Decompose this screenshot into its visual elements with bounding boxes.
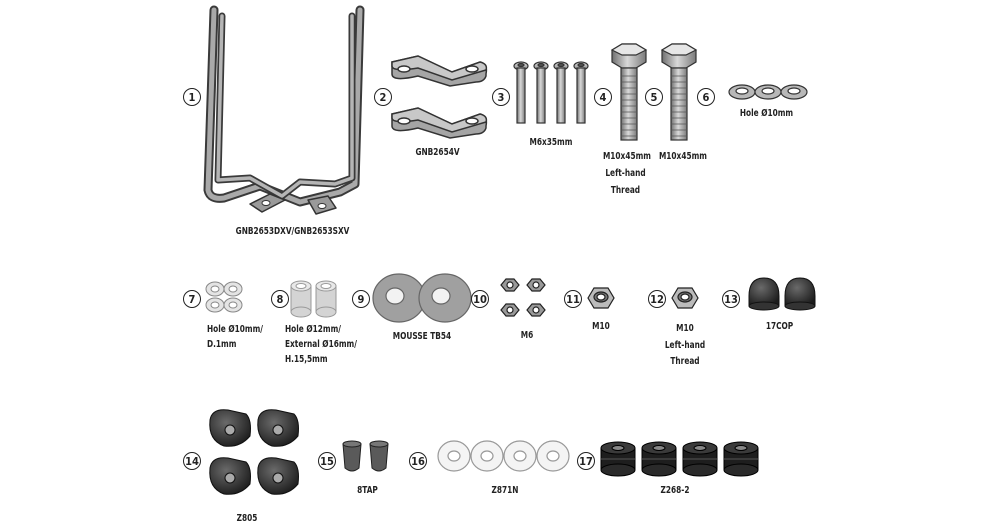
plate-bracket-illustration <box>391 55 488 139</box>
part-number-15: 15 <box>318 452 336 470</box>
rubber-plugs-illustration <box>342 440 389 472</box>
part-number-2: 2 <box>374 88 392 106</box>
part-number-8: 8 <box>271 290 289 308</box>
part-label-16: Z871N <box>491 485 519 496</box>
part-label-9: MOUSSE TB54 <box>392 331 452 342</box>
part-number-12: 12 <box>648 290 666 308</box>
part-label-17: Z268-2 <box>660 485 690 496</box>
rubber-grommets-illustration <box>600 441 759 477</box>
part-label-8: Hole Ø12mm/ <box>285 324 341 335</box>
part-label-15: 8TAP <box>357 485 378 496</box>
part-label-2: GNB2654V <box>415 147 460 158</box>
part-label-7: Hole Ø10mm/ <box>207 324 263 335</box>
m6-bolts-illustration <box>513 61 589 124</box>
m10-bolt-left-hand-illustration <box>610 43 648 141</box>
part-label-8-line3: H.15,5mm <box>285 354 328 365</box>
part-number-7: 7 <box>183 290 201 308</box>
part-label-14: Z805 <box>236 513 258 524</box>
m10-bolt-illustration <box>660 43 698 141</box>
part-number-9: 9 <box>352 290 370 308</box>
part-label-12-line3: Thread <box>670 356 700 367</box>
spacers-illustration <box>290 280 337 318</box>
part-number-13: 13 <box>722 290 740 308</box>
part-number-14: 14 <box>183 452 201 470</box>
part-label-5: M10x45mm <box>658 151 707 162</box>
part-label-4-line2: Left-hand <box>605 168 646 179</box>
part-label-6: Hole Ø10mm <box>739 108 794 119</box>
part-label-7-line2: D.1mm <box>207 339 237 350</box>
part-number-3: 3 <box>492 88 510 106</box>
rubber-clips-illustration <box>209 409 299 495</box>
m6-nuts-illustration <box>500 278 546 317</box>
part-number-17: 17 <box>577 452 595 470</box>
part-number-4: 4 <box>594 88 612 106</box>
part-number-11: 11 <box>564 290 582 308</box>
frame-bracket-illustration <box>203 5 365 215</box>
part-number-1: 1 <box>183 88 201 106</box>
part-number-6: 6 <box>697 88 715 106</box>
flat-washers-illustration <box>205 281 243 313</box>
serrated-washers-illustration <box>437 440 570 472</box>
part-number-5: 5 <box>645 88 663 106</box>
part-label-8-line2: External Ø16mm/ <box>285 339 357 350</box>
part-label-10: M6 <box>520 330 534 341</box>
m10-nut-illustration <box>587 287 615 309</box>
part-label-13: 17COP <box>765 321 794 332</box>
part-label-12-line2: Left-hand <box>664 340 706 351</box>
part-number-10: 10 <box>471 290 489 308</box>
m10-nut-left-hand-illustration <box>671 287 699 309</box>
part-label-4-line3: Thread <box>610 185 641 196</box>
black-caps-illustration <box>748 277 816 311</box>
part-label-4: M10x45mm <box>602 151 651 162</box>
part-label-11: M10 <box>592 321 610 332</box>
lock-washers-illustration <box>728 84 808 100</box>
part-label-1: GNB2653DXV/GNB2653SXV <box>235 226 350 237</box>
part-label-3: M6x35mm <box>529 137 573 148</box>
part-number-16: 16 <box>409 452 427 470</box>
foam-rings-illustration <box>372 273 472 323</box>
part-label-12: M10 <box>676 323 694 334</box>
